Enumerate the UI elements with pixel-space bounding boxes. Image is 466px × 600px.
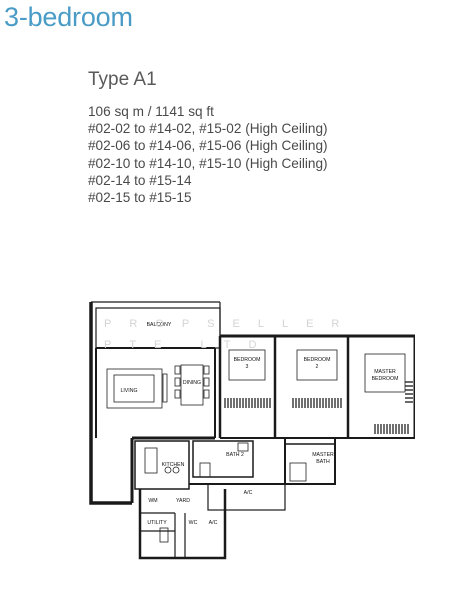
wm-label: WM: [148, 498, 157, 504]
bath2-outline: [192, 440, 254, 478]
page-heading: 3-bedroom: [4, 2, 133, 32]
yard-label: YARD: [176, 498, 190, 504]
watermark: PROPSELLER PTE LTD: [104, 314, 374, 356]
unit-range: #02-14 to #15-14: [88, 172, 192, 188]
window-hatch: [405, 381, 413, 403]
bedroom3-label: BEDROOM: [234, 357, 261, 363]
kitchen-label: KITCHEN: [162, 462, 185, 468]
master-bedroom-label: MASTER: [374, 369, 396, 375]
ac-label: A/C: [244, 490, 253, 496]
unit-range: #02-06 to #14-06, #15-06 (High Ceiling): [88, 138, 328, 154]
master-bath-label: MASTER: [312, 452, 334, 458]
living-label: LIVING: [120, 388, 137, 394]
watermark-line-2: PTE LTD: [104, 339, 275, 351]
dining-table: [180, 364, 204, 406]
bed: [228, 349, 266, 381]
utility-label: UTILITY: [147, 520, 167, 526]
dining-label: DINING: [183, 380, 201, 386]
unit-range: #02-02 to #14-02, #15-02 (High Ceiling): [88, 121, 328, 137]
floor-plan: BALCONY LIVING DINING BEDROOM 3 BEDROOM …: [89, 301, 415, 560]
unit-range: #02-15 to #15-15: [88, 190, 192, 206]
kitchen-outline: [134, 440, 190, 490]
master-bath-label-2: BATH: [316, 459, 330, 465]
master-bedroom-label-2: BEDROOM: [372, 376, 399, 382]
unit-type-title: Type A1: [88, 69, 157, 90]
watermark-line-1: PROPSELLER: [104, 318, 358, 330]
bedroom2-number: 2: [316, 364, 319, 370]
bath2-label: BATH 2: [226, 452, 244, 458]
unit-details-list: 106 sq m / 1141 sq ft #02-02 to #14-02, …: [88, 103, 328, 206]
sofa-set: [106, 368, 163, 409]
window-hatch: [292, 398, 342, 408]
unit-range: #02-10 to #14-10, #15-10 (High Ceiling): [88, 155, 328, 171]
bed: [296, 349, 338, 381]
bedroom3-number: 3: [246, 364, 249, 370]
outer-wall: [89, 302, 132, 505]
window-hatch: [224, 398, 271, 408]
balcony-label: BALCONY: [147, 322, 172, 328]
unit-area: 106 sq m / 1141 sq ft: [88, 104, 214, 119]
bedroom2-label: BEDROOM: [304, 357, 331, 363]
ac-yard-label: A/C: [209, 520, 218, 526]
wc-label: WC: [189, 520, 198, 526]
bed: [364, 353, 406, 393]
window-hatch: [374, 424, 409, 434]
